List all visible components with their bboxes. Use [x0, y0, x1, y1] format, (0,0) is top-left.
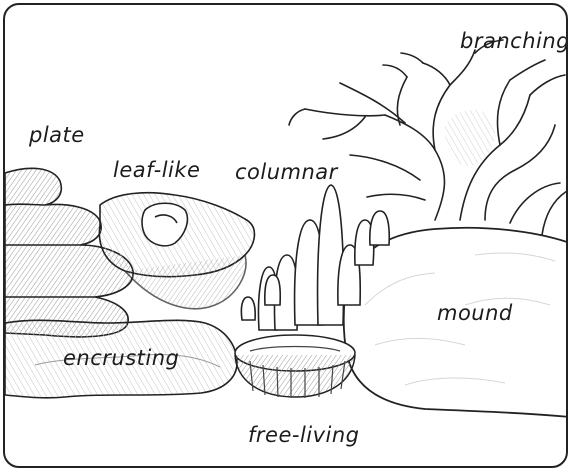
label-columnar: columnar — [235, 160, 338, 184]
free-living-coral — [235, 335, 355, 398]
label-encrusting: encrusting — [63, 346, 179, 370]
label-plate: plate — [29, 123, 85, 147]
diagram-frame: branching plate leaf-like columnar mound… — [3, 3, 568, 468]
label-leaf-like: leaf-like — [113, 158, 200, 182]
label-mound: mound — [437, 301, 513, 325]
label-free-living: free-living — [248, 423, 360, 447]
leaf-like-coral — [99, 193, 254, 309]
label-branching: branching — [460, 29, 568, 53]
coral-illustration — [5, 5, 568, 468]
